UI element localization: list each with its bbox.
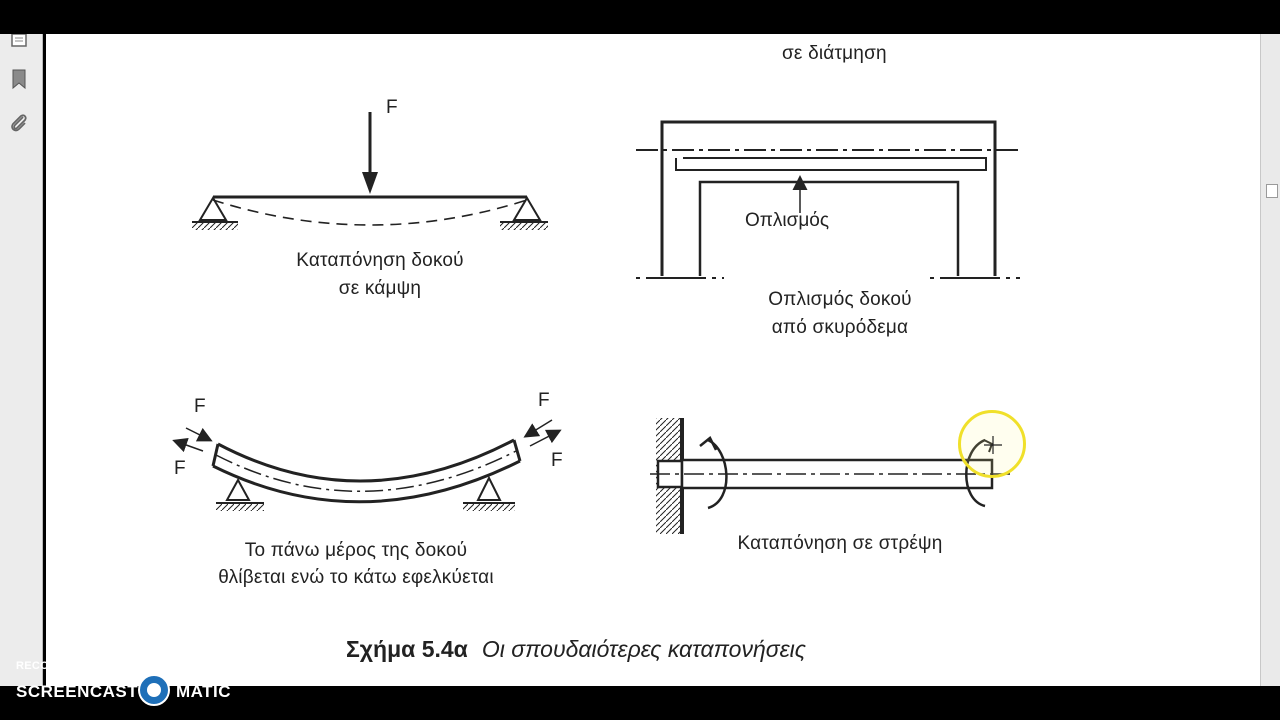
- torsion-shaft-diagram: [650, 418, 1010, 534]
- curved-beam-caption-line2: θλίβεται ενώ το κάτω εφελκύεται: [218, 567, 494, 588]
- pages-icon[interactable]: [8, 34, 30, 56]
- figure-caption: Σχήμα 5.4α Οι σπουδαιότερες καταπονήσεις: [346, 636, 806, 663]
- force-label-top-left: F: [194, 396, 206, 417]
- bending-caption-line2: σε κάμψη: [338, 278, 422, 299]
- force-label-top-right: F: [538, 390, 550, 411]
- scrollbar-thumb[interactable]: [1266, 184, 1278, 198]
- screencast-logo-icon: [138, 674, 170, 706]
- force-label-bottom-right: F: [551, 450, 563, 471]
- reinforcement-label: Οπλισμός: [745, 210, 830, 231]
- attachment-icon[interactable]: [8, 112, 30, 134]
- figure-title: Οι σπουδαιότερες καταπονήσεις: [481, 636, 806, 662]
- watermark-brand-left: SCREENCAST: [16, 682, 139, 701]
- force-label: F: [386, 97, 398, 118]
- cursor-highlight: [958, 410, 1026, 478]
- concrete-caption-line2: από σκυρόδεμα: [771, 317, 909, 338]
- torsion-caption: Καταπόνηση σε στρέψη: [737, 533, 943, 554]
- curved-beam-diagram: [172, 419, 562, 511]
- shear-caption: σε διάτμηση: [782, 43, 887, 64]
- left-sidebar: [0, 34, 43, 686]
- document-page: [46, 34, 1260, 686]
- concrete-frame-diagram: [636, 120, 1022, 279]
- bending-caption-line1: Καταπόνηση δοκού: [296, 250, 464, 271]
- vertical-scrollbar[interactable]: [1260, 34, 1280, 686]
- concrete-caption-line1: Οπλισμός δοκού: [768, 289, 912, 310]
- watermark-small-text: RECORDED WITH: [16, 660, 115, 672]
- figure-number: Σχήμα 5.4α: [346, 636, 468, 662]
- curved-beam-caption-line1: Το πάνω μέρος της δοκού: [244, 540, 468, 561]
- bending-beam-diagram: [192, 112, 548, 230]
- watermark-brand-right: MATIC: [176, 682, 232, 701]
- force-label-bottom-left: F: [174, 458, 186, 479]
- bookmark-icon[interactable]: [8, 68, 30, 90]
